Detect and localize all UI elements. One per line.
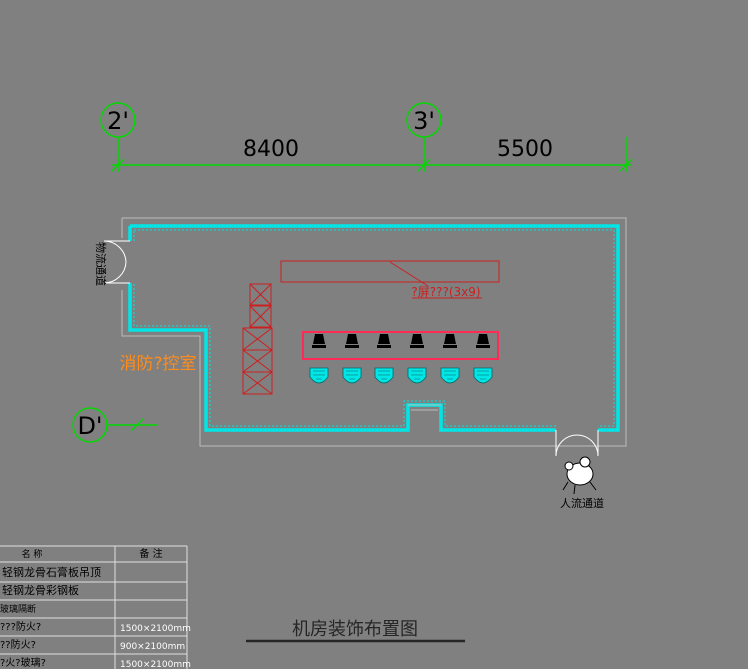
chair-icon <box>440 367 460 384</box>
big-screen <box>280 260 500 283</box>
cabinet-stack <box>242 283 273 395</box>
chair-icon <box>407 367 427 384</box>
chair-icon <box>309 367 329 384</box>
monitor-icon <box>476 334 490 348</box>
logistics-door <box>103 240 130 284</box>
legend-header-note: 备 注 <box>139 547 162 560</box>
axis-label-2: 2' <box>107 107 129 135</box>
chair-icon <box>473 367 493 384</box>
dimension-span1: 8400 <box>243 137 299 162</box>
legend-row-name: ??防火? <box>0 638 36 651</box>
legend-row-name: 轻钢龙骨石膏板吊顶 <box>2 565 101 579</box>
people-door <box>555 430 599 457</box>
axis-marker-3: 3' <box>406 102 442 138</box>
legend-row-name: 玻璃隔断 <box>0 603 36 615</box>
legend-table <box>0 545 188 669</box>
monitor-icon <box>410 334 424 348</box>
axis-marker-d: D' <box>72 407 158 443</box>
monitor-icon <box>312 334 326 348</box>
leader-line <box>389 261 429 287</box>
legend-row-note: 900×2100mm <box>120 642 185 652</box>
monitor-icon <box>377 334 391 348</box>
fire-control-room-label: 消防?控室 <box>119 354 196 374</box>
legend-row-name: ?火?玻璃? <box>0 656 46 669</box>
dimension-span2: 5500 <box>497 137 553 162</box>
legend-row-note: 1500×2100mm <box>120 624 191 634</box>
room-outline <box>121 217 627 447</box>
chair-row <box>309 367 493 384</box>
chair-icon <box>374 367 394 384</box>
people-channel-label: 人流通道 <box>560 496 604 510</box>
legend-header-name: 名 称 <box>22 548 43 560</box>
big-screen-label: ?屏???(3x9) <box>411 285 480 299</box>
logistics-channel-label: 物流通道 <box>94 242 108 286</box>
legend-row-name: ???防火? <box>0 620 41 633</box>
console-desk <box>302 331 499 360</box>
axis-label-3: 3' <box>413 107 435 135</box>
dimension-line <box>111 137 633 172</box>
drawing-title: 机房装饰布置图 <box>292 619 418 640</box>
monitor-icon <box>443 334 457 348</box>
monitor-icon <box>345 334 359 348</box>
legend-row-name: 轻钢龙骨彩钢板 <box>2 583 79 597</box>
axis-marker-2: 2' <box>100 102 136 138</box>
chair-icon <box>342 367 362 384</box>
person-icon <box>562 456 597 495</box>
axis-label-d: D' <box>77 412 102 440</box>
monitor-row <box>312 334 490 348</box>
legend-row-note: 1500×2100mm <box>120 660 191 669</box>
